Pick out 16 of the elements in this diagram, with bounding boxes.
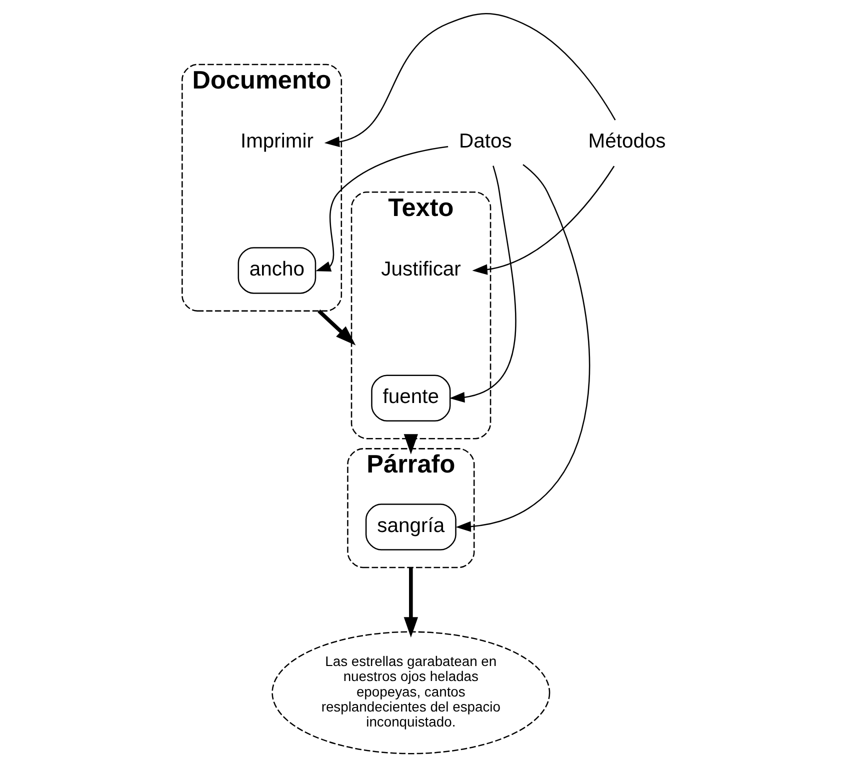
arrow [404, 434, 418, 454]
node-text: Imprimir [240, 130, 314, 153]
arrow [449, 166, 516, 403]
node-text: Datos [459, 130, 512, 153]
arrow [324, 13, 616, 148]
node-box: sangría [365, 504, 456, 550]
node-box: ancho [238, 247, 316, 294]
node-text: Justificar [381, 258, 461, 280]
arrow [472, 166, 615, 275]
arrow [404, 568, 418, 638]
node-text: Métodos [588, 130, 666, 153]
arrow [316, 146, 448, 272]
node-box: fuente [371, 374, 451, 422]
arrow [456, 164, 590, 532]
arrow [318, 310, 356, 346]
node-ellipse: Las estrellas garabatean en nuestros ojos heladas epopeyas, cantos resplandecientes del espacio inconquistado. [272, 631, 550, 754]
